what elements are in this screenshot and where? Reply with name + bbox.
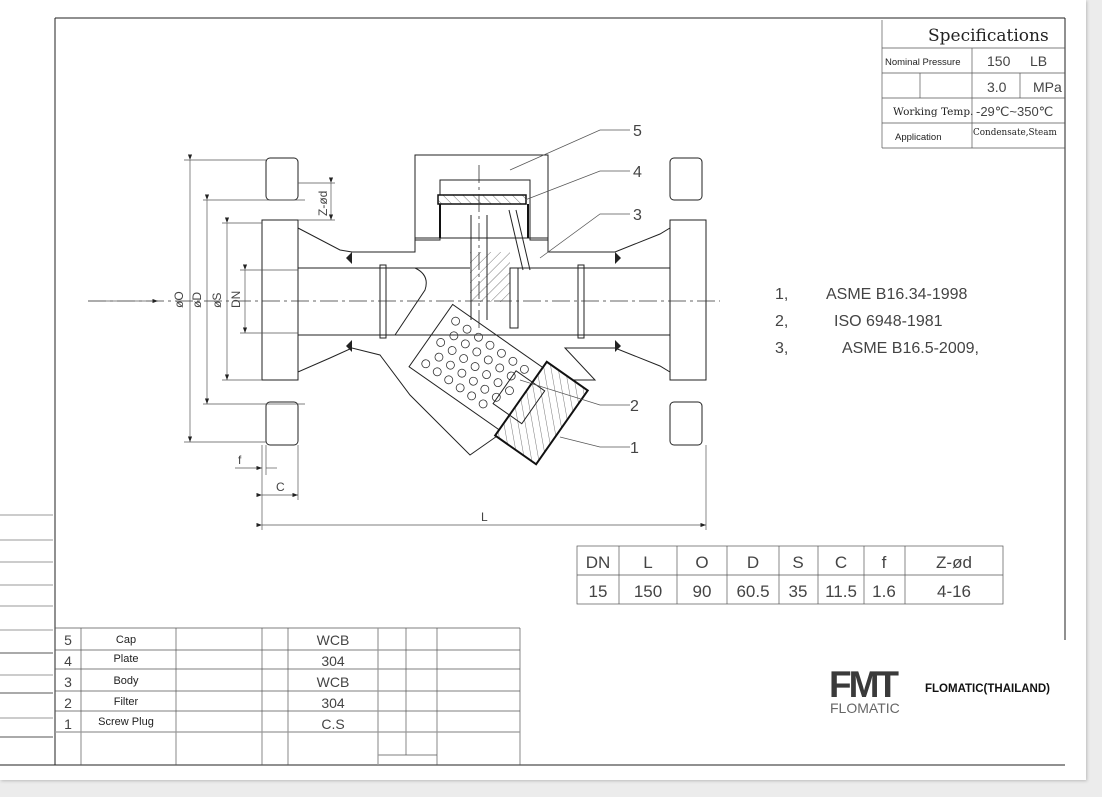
- dim-label-c: C: [276, 480, 285, 494]
- part-material: C.S: [321, 716, 344, 732]
- specifications-table: Specifications Nominal Pressure 150 LB 3…: [881, 20, 1065, 149]
- part-material: WCB: [317, 674, 350, 690]
- dim-header: L: [643, 553, 652, 572]
- dim-header: Z-ød: [936, 553, 972, 572]
- dim-value: 4-16: [937, 582, 971, 601]
- dim-value: 150: [634, 582, 662, 601]
- dim-label-f: f: [238, 453, 242, 467]
- dim-header: C: [835, 553, 847, 572]
- part-name: Cap: [116, 634, 136, 646]
- part-no: 4: [64, 653, 72, 669]
- dim-value: 90: [693, 582, 712, 601]
- standard-num: 2,: [775, 313, 788, 330]
- spec-label: Nominal Pressure: [885, 57, 961, 68]
- part-no: 5: [64, 632, 72, 648]
- filter-perforations: [421, 316, 529, 409]
- dim-header: DN: [586, 553, 611, 572]
- part-name: Filter: [114, 696, 139, 708]
- part-no: 3: [64, 674, 72, 690]
- standard-num: 1,: [775, 286, 788, 303]
- logo-mark: FMT: [829, 664, 899, 705]
- dim-value: 15: [589, 582, 608, 601]
- dim-label-s: øS: [210, 293, 224, 308]
- parts-rows: 5 4 3 2 1 WCB 304 WCB 304 C.S Cap Plate …: [64, 632, 349, 732]
- drawing-frame: [0, 17, 1066, 766]
- callout-3: 3: [633, 207, 642, 224]
- standard-text: ASME B16.5-2009,: [842, 340, 979, 357]
- callout-1: 1: [630, 440, 639, 457]
- logo-subtitle: FLOMATIC: [830, 700, 900, 716]
- part-material: 304: [321, 695, 345, 711]
- standards-list: 1, ASME B16.34-1998 2, ISO 6948-1981 3, …: [775, 286, 979, 357]
- part-name: Body: [113, 675, 139, 687]
- dim-label-o: øO: [172, 291, 186, 308]
- dimensions-table: DN L O D S C f Z-ød 15 150 90 60.5 35 11…: [576, 545, 1004, 605]
- parts-list-table: 5 4 3 2 1 WCB 304 WCB 304 C.S Cap Plate …: [55, 627, 521, 765]
- standard-text: ASME B16.34-1998: [826, 286, 968, 303]
- dim-label-l: L: [481, 510, 488, 524]
- spec-value: 3.0: [987, 79, 1007, 95]
- dim-value: 11.5: [825, 582, 857, 601]
- dimension-labels: øO øD øS DN Z-ød f C L: [172, 191, 488, 524]
- callout-4: 4: [633, 164, 642, 181]
- spec-value: -29℃~350℃: [976, 104, 1053, 119]
- part-no: 2: [64, 695, 72, 711]
- strainer-body-section: [88, 154, 720, 466]
- part-material: 304: [321, 653, 345, 669]
- part-name: Plate: [113, 653, 138, 665]
- standard-text: ISO 6948-1981: [834, 313, 943, 330]
- spec-unit: MPa: [1033, 79, 1062, 95]
- part-no: 1: [64, 716, 72, 732]
- part-material: WCB: [317, 632, 350, 648]
- spec-value: Condensate,Steam: [973, 128, 1058, 138]
- dim-label-zd: Z-ød: [316, 191, 330, 216]
- flomatic-logo: FMT FLOMATIC FLOMATIC(THAILAND): [829, 664, 1050, 716]
- standard-num: 3,: [775, 340, 788, 357]
- callout-5: 5: [633, 123, 642, 140]
- drawing-sheet: øO øD øS DN Z-ød f C L 5 4 3 2 1 1, ASME…: [0, 0, 1086, 780]
- dim-label-d: øD: [190, 292, 204, 308]
- company-name: FLOMATIC(THAILAND): [925, 683, 1050, 695]
- dim-label-dn: DN: [229, 291, 243, 308]
- dim-header: f: [882, 553, 887, 572]
- spec-label: Working Temp.: [893, 106, 973, 118]
- spec-value: 150: [987, 53, 1011, 69]
- dimension-lines: [88, 154, 707, 530]
- spec-unit: LB: [1030, 53, 1047, 69]
- spec-title: Specifications: [928, 26, 1049, 46]
- part-callouts: 5 4 3 2 1: [509, 123, 642, 457]
- dim-value: 1.6: [872, 582, 896, 601]
- dim-header: D: [747, 553, 759, 572]
- dim-value: 35: [789, 582, 808, 601]
- dim-header: S: [792, 553, 803, 572]
- spec-label: Application: [895, 132, 941, 143]
- part-name: Screw Plug: [98, 716, 154, 728]
- dim-header: O: [695, 553, 708, 572]
- dim-value: 60.5: [736, 582, 769, 601]
- callout-2: 2: [630, 398, 639, 415]
